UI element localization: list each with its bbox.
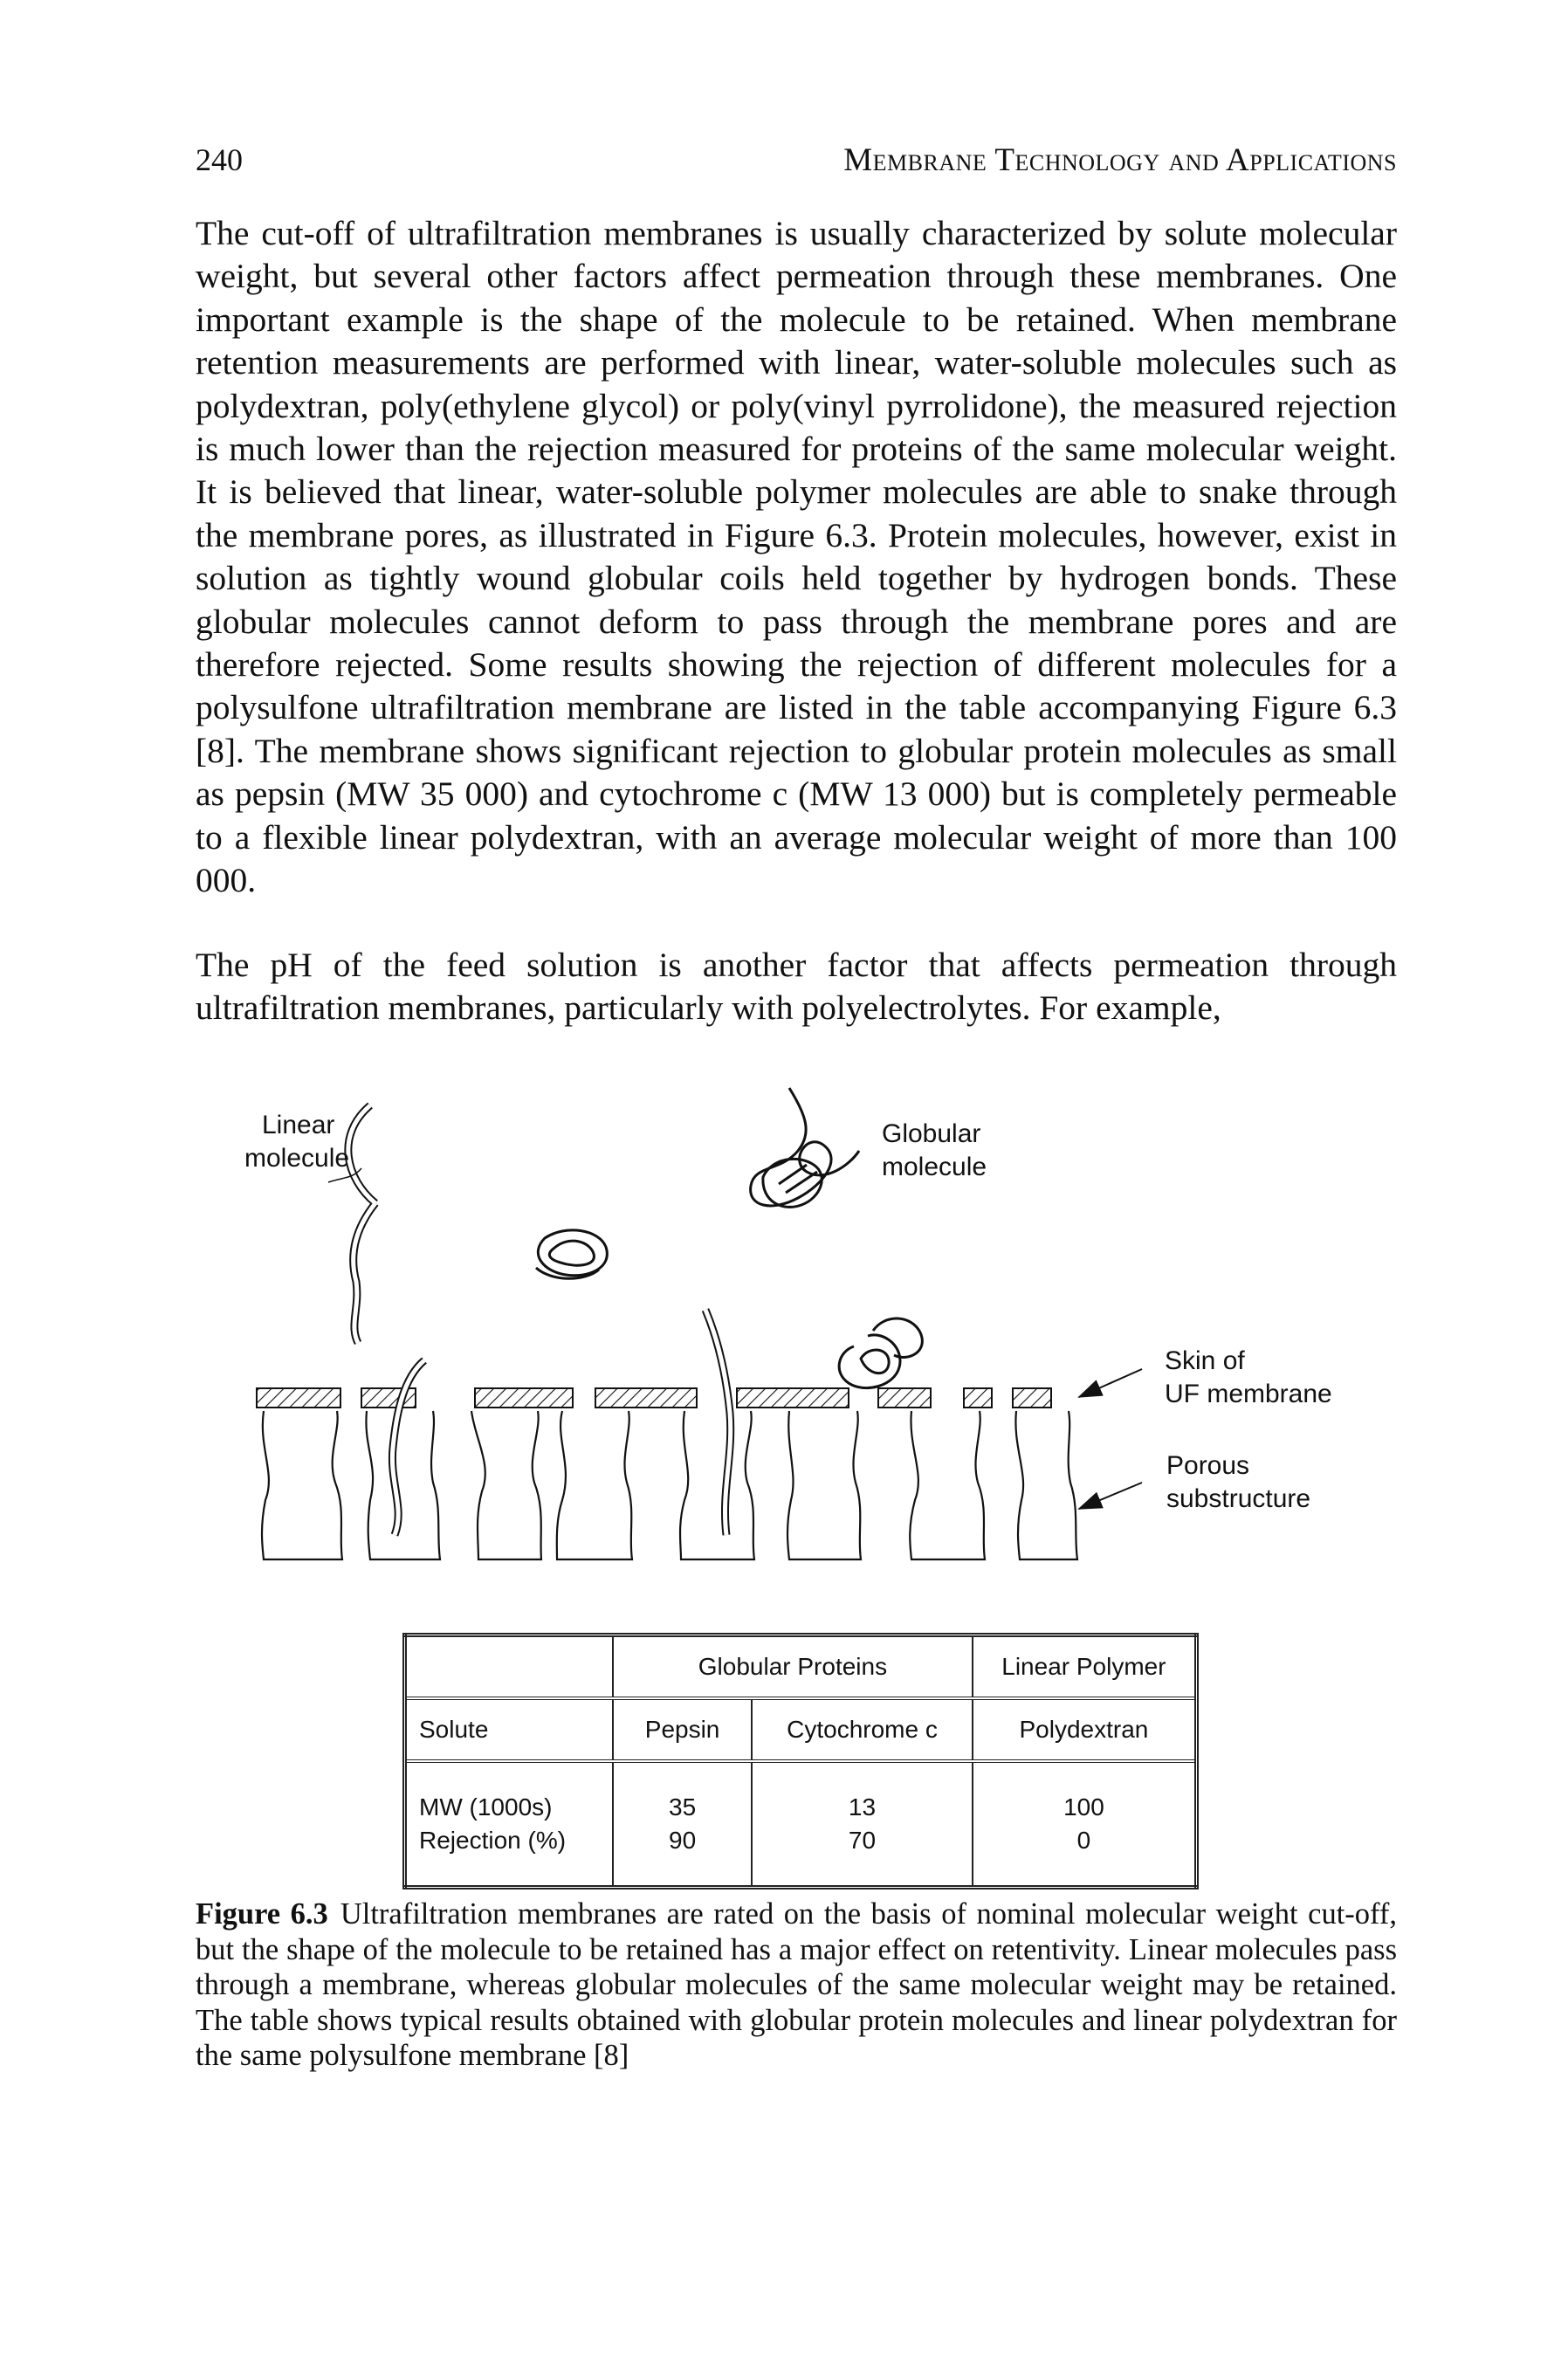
globular-molecule-label-1: Globular bbox=[882, 1119, 980, 1148]
globular-molecule-label-2: molecule bbox=[882, 1153, 987, 1181]
table-cell: 100 0 bbox=[971, 1761, 1198, 1888]
porous-label-1: Porous bbox=[1166, 1451, 1249, 1480]
rejection-pepsin: 90 bbox=[669, 1827, 697, 1854]
porous-label-2: substructure bbox=[1166, 1484, 1310, 1513]
row-label-rejection: Rejection (%) bbox=[419, 1827, 567, 1854]
table-group-header-linear: Linear Polymer bbox=[971, 1635, 1198, 1700]
table-cell: Pepsin bbox=[612, 1698, 753, 1763]
globular-molecule-retained-2 bbox=[837, 1317, 924, 1390]
table-cell: Cytochrome c bbox=[751, 1698, 973, 1763]
table-cell: 13 70 bbox=[751, 1761, 973, 1888]
table-blank-cell bbox=[403, 1635, 615, 1700]
table-cell: Solute bbox=[403, 1698, 615, 1763]
table-group-header-globular: Globular Proteins bbox=[612, 1635, 973, 1700]
membrane-skin bbox=[256, 1387, 1052, 1408]
globular-molecule-retained-1 bbox=[535, 1229, 609, 1280]
porous-substructure bbox=[260, 1410, 1079, 1561]
table-group-header-row: Globular Proteins Linear Polymer bbox=[403, 1635, 1198, 1700]
skin-label-1: Skin of bbox=[1165, 1346, 1245, 1375]
caption-text: Ultrafiltration membranes are rated on t… bbox=[196, 1897, 1397, 2073]
mw-cytochrome: 13 bbox=[848, 1793, 877, 1821]
body-paragraph-2: The pH of the feed solution is another f… bbox=[196, 946, 1397, 1028]
linear-molecule-label-2: molecule bbox=[244, 1144, 349, 1173]
linear-molecule-label-1: Linear bbox=[262, 1111, 334, 1139]
skin-arrow bbox=[1077, 1368, 1143, 1398]
rejection-table: Globular Proteins Linear Polymer Solute … bbox=[402, 1633, 1199, 1889]
mw-pepsin: 35 bbox=[669, 1793, 697, 1821]
body-paragraph-1: The cut-off of ultrafiltration membranes… bbox=[196, 214, 1397, 900]
figure-number: Figure 6.3 bbox=[196, 1897, 328, 1931]
table-cell-text: Cytochrome c bbox=[787, 1716, 938, 1743]
skin-label-2: UF membrane bbox=[1165, 1380, 1332, 1408]
rejection-cytochrome: 70 bbox=[848, 1827, 877, 1854]
running-title: Membrane Technology and Applications bbox=[843, 142, 1397, 178]
mw-polydextran: 100 bbox=[1063, 1793, 1104, 1821]
membrane-figure: Linear molecule Globular molecule Skin o… bbox=[244, 1087, 1332, 1561]
table-cell: MW (1000s) Rejection (%) bbox=[403, 1761, 615, 1888]
table-cell: Polydextran bbox=[971, 1698, 1198, 1763]
substructure-arrow bbox=[1077, 1482, 1143, 1510]
globular-molecule-icon bbox=[749, 1087, 861, 1208]
table-row-values: MW (1000s) Rejection (%) 35 90 13 70 100… bbox=[403, 1761, 1198, 1888]
page-number: 240 bbox=[196, 142, 243, 177]
row-label-mw: MW (1000s) bbox=[419, 1793, 553, 1821]
table-row-solute: Solute Pepsin Cytochrome c Polydextran bbox=[403, 1698, 1198, 1763]
rejection-polydextran: 0 bbox=[1076, 1827, 1091, 1854]
page-header: 240 Membrane Technology and Applications bbox=[196, 141, 1397, 179]
table-cell: 35 90 bbox=[612, 1761, 753, 1888]
